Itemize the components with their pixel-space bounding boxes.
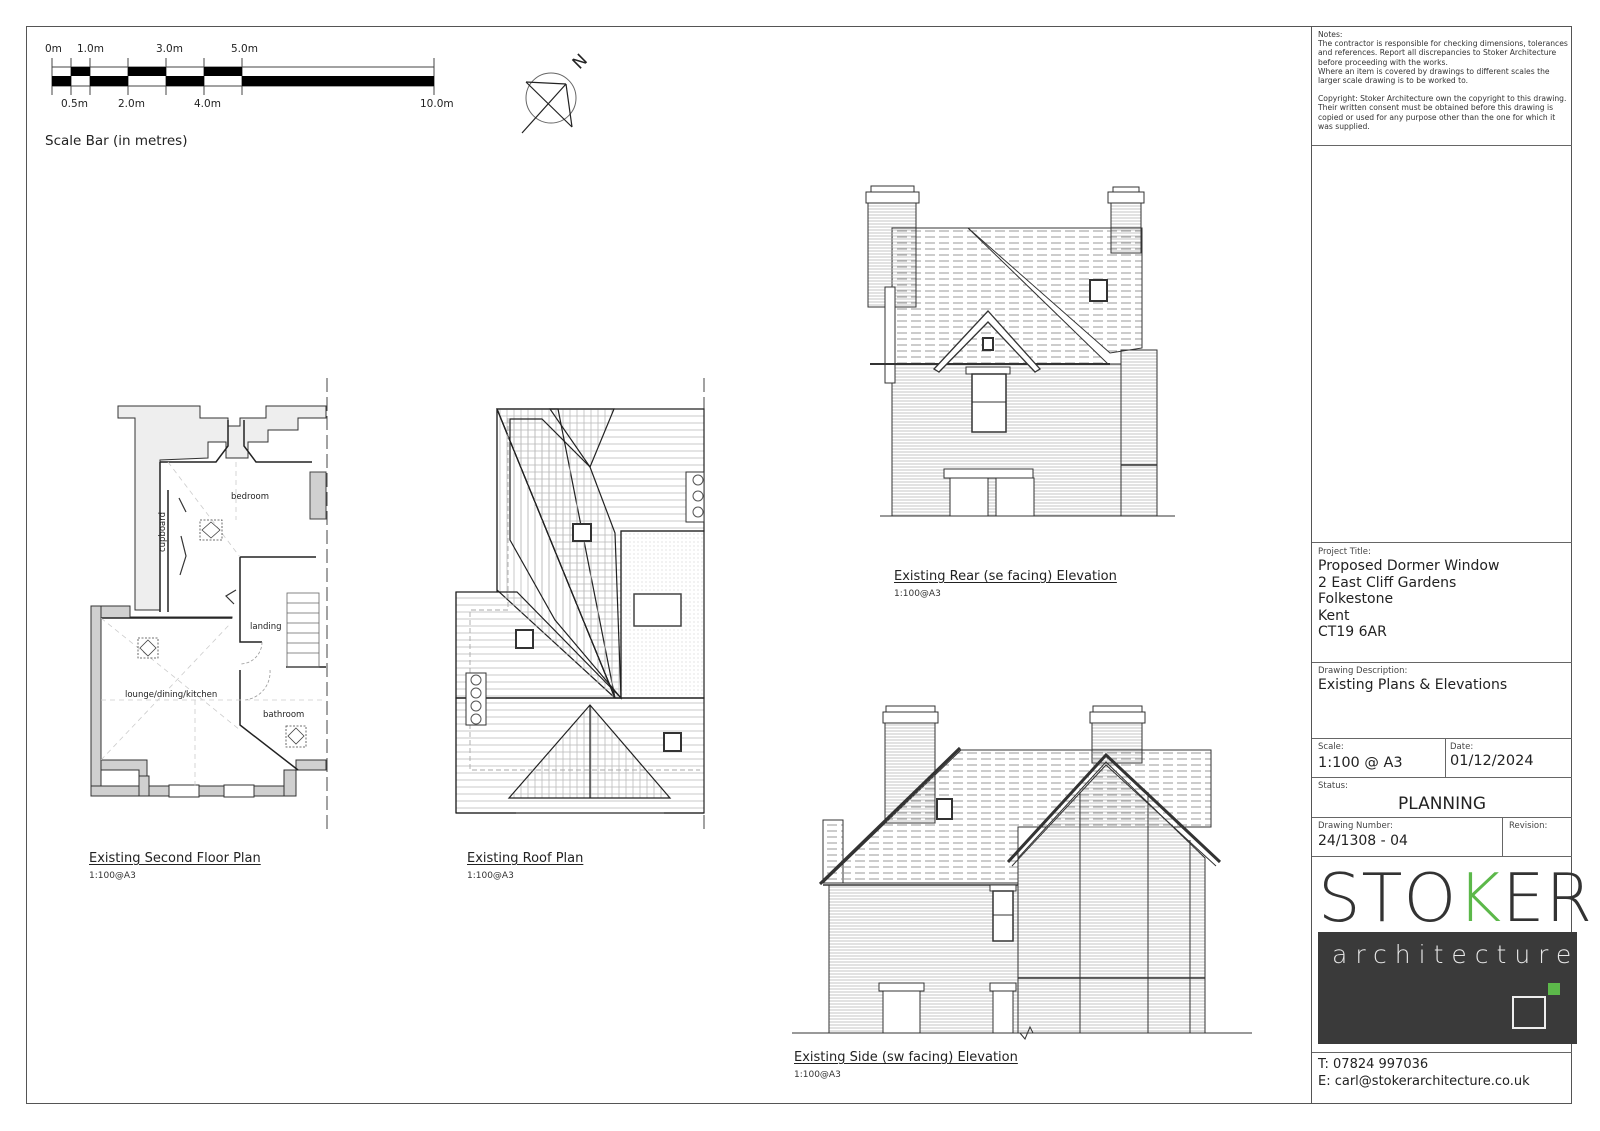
scale-label-1m: 1.0m xyxy=(77,43,104,55)
scale-label: Scale: xyxy=(1318,742,1344,752)
floor-plan-drawing xyxy=(90,378,328,830)
drawing-description-value: Existing Plans & Elevations xyxy=(1318,677,1508,693)
stoker-logo-wordmark: STOKER xyxy=(1318,863,1593,933)
floor-plan-title: Existing Second Floor Plan xyxy=(89,851,261,866)
roof-plan-drawing xyxy=(455,378,705,830)
scale-bar-caption: Scale Bar (in metres) xyxy=(45,133,188,149)
side-elevation-drawing xyxy=(792,705,1252,1040)
scale-label-2m: 2.0m xyxy=(118,98,145,110)
project-title-line-2: 2 East Cliff Gardens xyxy=(1318,574,1457,591)
status-label: Status: xyxy=(1318,781,1348,791)
sheet-border xyxy=(26,26,1572,1104)
roof-plan-scale: 1:100@A3 xyxy=(467,871,514,881)
logo-dark-panel: architecture xyxy=(1318,932,1577,1044)
logo-subtitle: architecture xyxy=(1332,940,1580,969)
project-title-line-3: Folkestone xyxy=(1318,591,1394,607)
revision-label: Revision: xyxy=(1509,821,1548,831)
scale-bar-graphic xyxy=(51,58,435,95)
room-label-bedroom: bedroom xyxy=(231,492,270,502)
scale-label-3m: 3.0m xyxy=(156,43,183,55)
room-label-bathroom: bathroom xyxy=(263,710,305,720)
date-label: Date: xyxy=(1450,742,1474,752)
notes-section: Notes: The contractor is responsible for… xyxy=(1312,26,1572,146)
rear-elevation-drawing xyxy=(865,185,1175,517)
side-elevation-title: Existing Side (sw facing) Elevation xyxy=(794,1050,1018,1065)
date-cell: Date: 01/12/2024 xyxy=(1446,739,1573,778)
room-label-lounge-dining-kitchen: lounge/dining/kitchen xyxy=(125,690,218,700)
floor-plan-scale: 1:100@A3 xyxy=(89,871,136,881)
scale-value: 1:100 @ A3 xyxy=(1318,755,1403,771)
title-block: Notes: The contractor is responsible for… xyxy=(1311,26,1572,1104)
date-value: 01/12/2024 xyxy=(1450,753,1534,769)
roof-plan-title: Existing Roof Plan xyxy=(467,851,584,866)
project-title-section: Project Title: Proposed Dormer Window 2 … xyxy=(1312,543,1572,663)
scale-label-5m: 5.0m xyxy=(231,43,258,55)
project-title-line-4: Kent xyxy=(1318,607,1350,624)
contact-section: T: 07824 997036 E: carl@stokerarchitectu… xyxy=(1318,1056,1530,1090)
north-arrow-icon xyxy=(521,72,577,134)
drawing-number-section: Drawing Number: 24/1308 - 04 Revision: xyxy=(1312,818,1572,857)
phone-text: T: 07824 997036 xyxy=(1318,1057,1429,1072)
notes-item-3: Copyright: Stoker Architecture own the c… xyxy=(1318,94,1567,131)
blank-area xyxy=(1312,146,1572,543)
logo-word-accent: K xyxy=(1457,859,1503,937)
project-title-line-1: Proposed Dormer Window xyxy=(1318,558,1500,574)
drawing-number-cell: Drawing Number: 24/1308 - 04 xyxy=(1312,818,1503,857)
scale-label-10m: 10.0m xyxy=(420,98,454,110)
drawing-description-section: Drawing Description: Existing Plans & El… xyxy=(1312,663,1572,739)
status-value: PLANNING xyxy=(1397,794,1487,814)
logo-word-post: ER xyxy=(1502,859,1594,937)
logo-square-icon xyxy=(1512,996,1546,1029)
scale-label-0m: 0m xyxy=(45,43,62,55)
scale-label-0-5m: 0.5m xyxy=(61,98,88,110)
drawing-description-label: Drawing Description: xyxy=(1318,666,1408,676)
scale-cell: Scale: 1:100 @ A3 xyxy=(1312,739,1446,778)
notes-label: Notes: xyxy=(1318,30,1343,39)
notes-item-1: The contractor is responsible for checki… xyxy=(1318,39,1568,67)
logo-word-pre: STO xyxy=(1318,859,1458,937)
project-title-label: Project Title: xyxy=(1318,547,1371,557)
notes-item-2: Where an item is covered by drawings to … xyxy=(1318,66,1550,86)
revision-cell: Revision: xyxy=(1503,818,1573,857)
room-label-landing: landing xyxy=(250,622,282,632)
rear-elevation-scale: 1:100@A3 xyxy=(894,589,941,599)
project-title-line-5: CT19 6AR xyxy=(1318,624,1387,640)
rear-elevation-title: Existing Rear (se facing) Elevation xyxy=(894,569,1117,584)
side-elevation-scale: 1:100@A3 xyxy=(794,1070,841,1080)
drawing-number-label: Drawing Number: xyxy=(1318,821,1393,831)
scale-date-section: Scale: 1:100 @ A3 Date: 01/12/2024 xyxy=(1312,739,1572,778)
logo-green-square-icon xyxy=(1548,983,1560,995)
status-section: Status: PLANNING xyxy=(1312,778,1572,818)
logo-section xyxy=(1312,857,1572,1053)
email-text: E: carl@stokerarchitecture.co.uk xyxy=(1318,1074,1530,1089)
scale-label-4m: 4.0m xyxy=(194,98,221,110)
drawing-number-value: 24/1308 - 04 xyxy=(1318,833,1408,849)
